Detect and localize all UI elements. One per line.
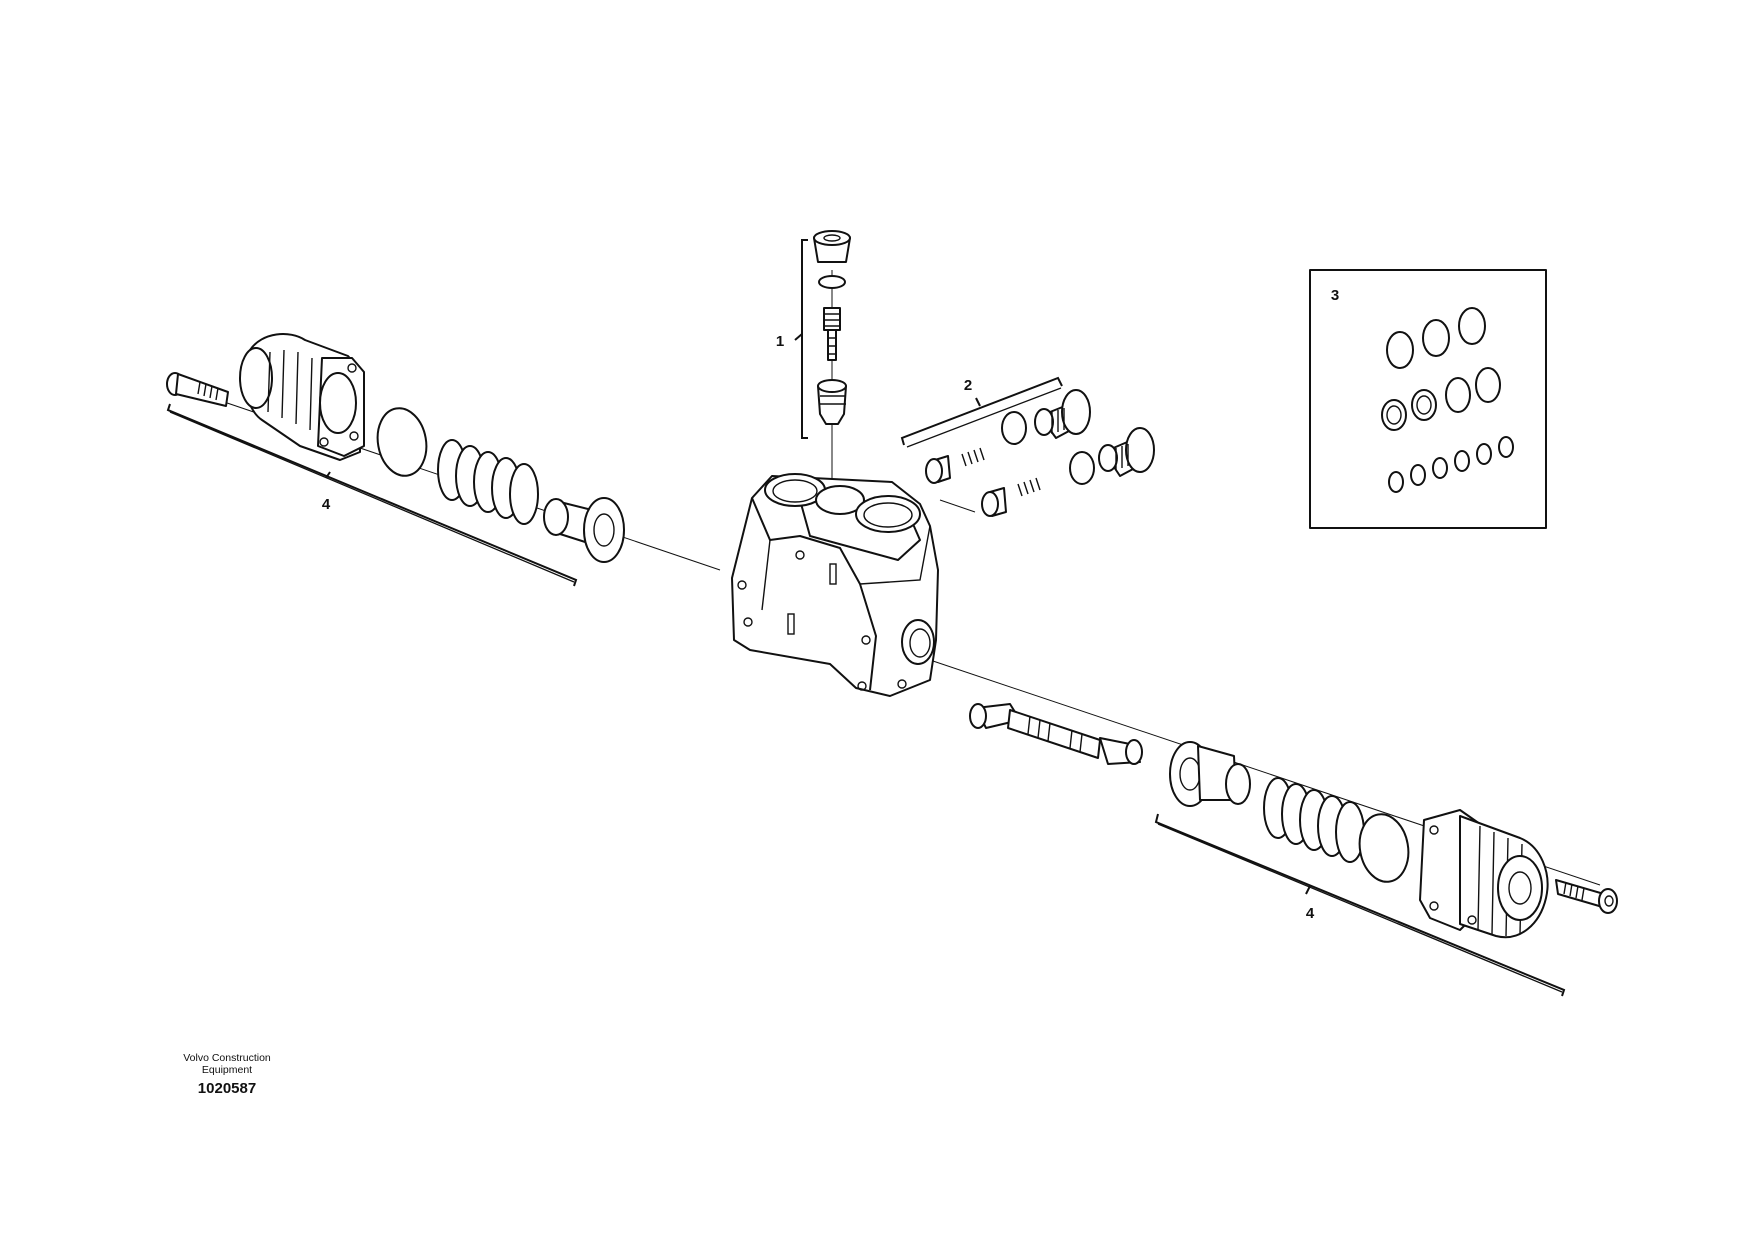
item-1-o-ring bbox=[818, 275, 846, 289]
footer-company: Volvo Construction Equipment bbox=[162, 1052, 292, 1076]
bracket-item-2 bbox=[900, 376, 1063, 448]
item-1-poppet bbox=[823, 307, 841, 361]
right-cap-housing bbox=[1419, 809, 1549, 939]
footer-company-line1: Volvo Construction bbox=[183, 1052, 271, 1064]
item-2-check-valves bbox=[925, 389, 1155, 517]
left-end-cap-assembly bbox=[166, 333, 625, 563]
right-bolt bbox=[1555, 879, 1618, 914]
callout-3[interactable]: 3 bbox=[1331, 287, 1339, 304]
left-bolt bbox=[166, 372, 229, 407]
left-spring-seat bbox=[543, 497, 625, 563]
footer-company-line2: Equipment bbox=[201, 1064, 253, 1076]
callout-4-left[interactable]: 4 bbox=[322, 496, 331, 513]
item-1-plug bbox=[813, 230, 851, 263]
callout-1[interactable]: 1 bbox=[776, 333, 784, 350]
left-o-ring bbox=[376, 407, 428, 477]
right-end-cap-assembly bbox=[1169, 741, 1618, 939]
bracket-item-4-left bbox=[166, 403, 578, 587]
seal-kit-box bbox=[1309, 269, 1547, 529]
valve-body bbox=[731, 473, 939, 697]
footer-reference-number: 1020587 bbox=[197, 1080, 257, 1097]
seal-kit-small-o-rings bbox=[1388, 436, 1514, 493]
right-spring bbox=[1263, 777, 1365, 863]
callout-2[interactable]: 2 bbox=[964, 377, 972, 394]
bracket-item-1 bbox=[794, 239, 808, 439]
right-o-ring bbox=[1358, 813, 1410, 883]
item-1-seat bbox=[817, 379, 847, 425]
seal-kit-backup-rings bbox=[1381, 367, 1501, 431]
left-cap-housing bbox=[239, 333, 365, 461]
callout-4-right[interactable]: 4 bbox=[1306, 905, 1315, 922]
item-1-valve-stack bbox=[813, 230, 851, 425]
spool bbox=[969, 703, 1143, 765]
right-spring-seat bbox=[1169, 741, 1251, 807]
left-spring bbox=[437, 439, 539, 525]
seal-kit-large-o-rings bbox=[1386, 307, 1486, 369]
bracket-item-4-right bbox=[1154, 813, 1566, 997]
